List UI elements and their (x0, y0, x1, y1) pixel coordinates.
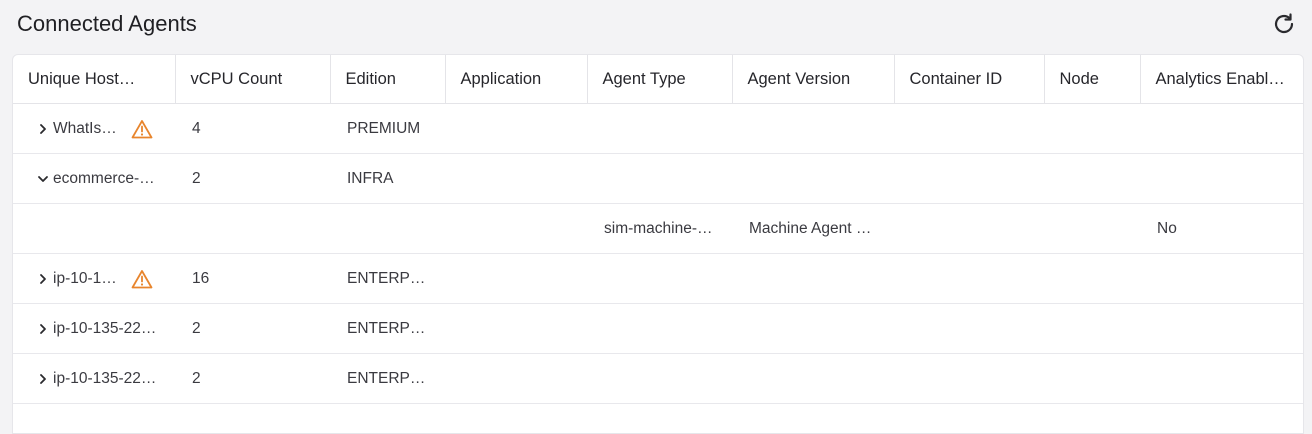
edition-cell: ENTERPR… (330, 353, 445, 404)
agent-type-cell (587, 303, 732, 354)
node-cell (1044, 303, 1140, 354)
column-header-agent-type[interactable]: Agent Type (587, 55, 733, 104)
application-cell (445, 153, 587, 204)
vcpu-cell (175, 203, 330, 254)
host-name: ip-10-135-22… (53, 319, 157, 337)
table-row[interactable]: ip-10-1… 16 ENTERPR… (13, 253, 1303, 304)
agent-type-cell (587, 353, 732, 404)
vcpu-cell: 4 (175, 103, 330, 154)
chevron-down-icon[interactable] (35, 171, 51, 187)
agents-table: Unique Host… vCPU Count Edition Applicat… (13, 55, 1303, 404)
column-header-unique-host[interactable]: Unique Host… (13, 55, 176, 104)
analytics-cell (1140, 253, 1303, 304)
table-row[interactable]: ecommerce-… 2 INFRA (13, 153, 1303, 204)
chevron-right-icon[interactable] (35, 121, 51, 137)
analytics-cell (1140, 153, 1303, 204)
table-header-row: Unique Host… vCPU Count Edition Applicat… (13, 55, 1303, 104)
host-cell: WhatIs… (13, 103, 175, 154)
analytics-cell: No (1140, 203, 1303, 254)
page-header: Connected Agents (0, 0, 1312, 50)
edition-cell: INFRA (330, 153, 445, 204)
table-row[interactable]: ip-10-135-22… 2 ENTERPR… (13, 303, 1303, 354)
host-name: ecommerce-… (53, 169, 155, 187)
agent-version-cell (732, 153, 894, 204)
node-cell (1044, 253, 1140, 304)
agent-version-cell (732, 353, 894, 404)
edition-cell (330, 203, 445, 254)
vcpu-cell: 2 (175, 303, 330, 354)
refresh-button[interactable] (1268, 9, 1300, 39)
node-cell (1044, 153, 1140, 204)
page-title: Connected Agents (17, 11, 197, 36)
warning-icon[interactable] (131, 119, 153, 139)
table-row[interactable]: ip-10-135-22… 2 ENTERPR… (13, 353, 1303, 404)
analytics-cell (1140, 103, 1303, 154)
warning-icon[interactable] (131, 269, 153, 289)
agent-type-cell (587, 253, 732, 304)
application-cell (445, 353, 587, 404)
column-header-node[interactable]: Node (1044, 55, 1141, 104)
agent-type-cell (587, 103, 732, 154)
agents-table-card: Unique Host… vCPU Count Edition Applicat… (12, 54, 1304, 434)
application-cell (445, 203, 587, 254)
host-name: WhatIs… (53, 119, 117, 137)
edition-cell: ENTERPR… (330, 253, 445, 304)
vcpu-cell: 16 (175, 253, 330, 304)
node-cell (1044, 103, 1140, 154)
column-header-application[interactable]: Application (445, 55, 588, 104)
agent-version-cell (732, 253, 894, 304)
container-id-cell (894, 353, 1044, 404)
host-name: ip-10-1… (53, 269, 117, 287)
refresh-icon (1274, 13, 1294, 34)
agent-version-cell (732, 303, 894, 354)
column-header-edition[interactable]: Edition (330, 55, 446, 104)
table-row[interactable]: WhatIs… 4 PREMIUM (13, 103, 1303, 154)
column-header-analytics-enabled[interactable]: Analytics Enabl… (1140, 55, 1303, 104)
chevron-right-icon[interactable] (35, 371, 51, 387)
edition-cell: ENTERPR… (330, 303, 445, 354)
column-header-vcpu-count[interactable]: vCPU Count (175, 55, 331, 104)
edition-cell: PREMIUM (330, 103, 445, 154)
application-cell (445, 253, 587, 304)
container-id-cell (894, 153, 1044, 204)
application-cell (445, 103, 587, 154)
host-cell: ecommerce-… (13, 153, 175, 204)
host-cell: ip-10-135-22… (13, 353, 175, 404)
container-id-cell (894, 303, 1044, 354)
node-cell (1044, 203, 1140, 254)
node-cell (1044, 353, 1140, 404)
agent-type-cell: sim-machine-… (587, 203, 732, 254)
vcpu-cell: 2 (175, 153, 330, 204)
host-cell (13, 203, 175, 254)
host-name: ip-10-135-22… (53, 369, 157, 387)
column-header-container-id[interactable]: Container ID (894, 55, 1045, 104)
agent-version-cell: Machine Agent v… (732, 203, 894, 254)
container-id-cell (894, 203, 1044, 254)
application-cell (445, 303, 587, 354)
container-id-cell (894, 103, 1044, 154)
host-cell: ip-10-1… (13, 253, 175, 304)
chevron-right-icon[interactable] (35, 271, 51, 287)
agent-version-cell (732, 103, 894, 154)
host-cell: ip-10-135-22… (13, 303, 175, 354)
column-header-agent-version[interactable]: Agent Version (732, 55, 895, 104)
chevron-right-icon[interactable] (35, 321, 51, 337)
container-id-cell (894, 253, 1044, 304)
agent-type-cell (587, 153, 732, 204)
agent-child-row[interactable]: sim-machine-… Machine Agent v… No (13, 203, 1303, 254)
vcpu-cell: 2 (175, 353, 330, 404)
analytics-cell (1140, 353, 1303, 404)
analytics-cell (1140, 303, 1303, 354)
